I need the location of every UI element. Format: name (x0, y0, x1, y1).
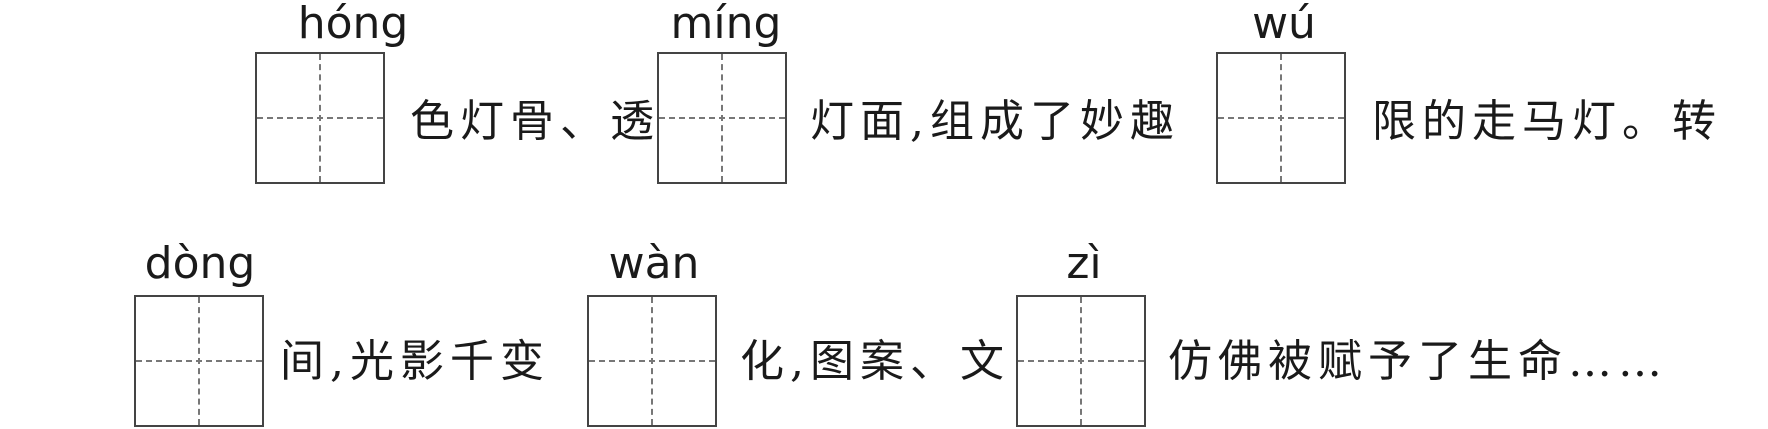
text-segment-3: 限的走马灯。转 (1372, 96, 1722, 147)
text-segment-2: 灯面,组成了妙趣 (810, 96, 1180, 147)
box-guide-horizontal (589, 360, 715, 362)
writing-box-zi[interactable] (1016, 295, 1146, 427)
pinyin-zi: zì (1066, 238, 1102, 289)
pinyin-wu: wú (1252, 0, 1316, 49)
writing-box-wu[interactable] (1216, 52, 1346, 184)
writing-box-dong[interactable] (134, 295, 264, 427)
box-guide-horizontal (659, 117, 785, 119)
pinyin-hong: hóng (297, 0, 409, 49)
pinyin-wan: wàn (608, 238, 700, 289)
writing-box-ming[interactable] (657, 52, 787, 184)
text-segment-6: 仿佛被赋予了生命…… (1168, 336, 1668, 387)
text-segment-1: 色灯骨、透 (410, 96, 660, 147)
box-guide-horizontal (1018, 360, 1144, 362)
text-segment-5: 化,图案、文 (740, 336, 1010, 387)
box-guide-horizontal (257, 117, 383, 119)
writing-box-hong[interactable] (255, 52, 385, 184)
writing-box-wan[interactable] (587, 295, 717, 427)
pinyin-ming: míng (670, 0, 782, 49)
box-guide-horizontal (1218, 117, 1344, 119)
box-guide-horizontal (136, 360, 262, 362)
pinyin-dong: dòng (144, 238, 256, 289)
text-segment-4: 间,光影千变 (280, 336, 550, 387)
